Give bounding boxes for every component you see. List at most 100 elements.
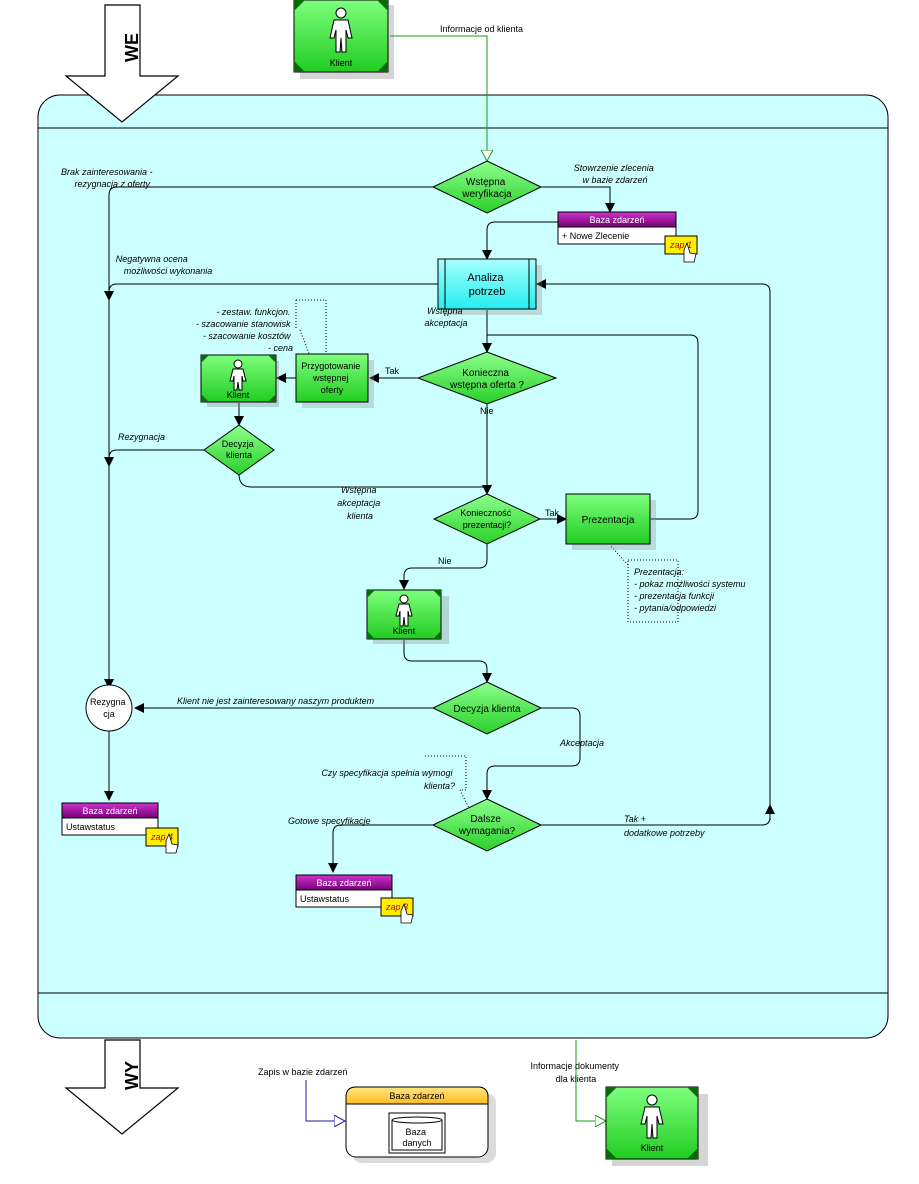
- label-info-from-client: Informacje od klienta: [440, 24, 523, 34]
- zap3-text: zap 3: [385, 902, 408, 912]
- client-actor-bottom: Klient: [605, 1086, 708, 1166]
- svg-text:Rezygna cja: Rezygna cja: [90, 697, 128, 719]
- prepare-line1: Przygotowanie: [301, 361, 360, 371]
- label-save-event: Zapis w bazie zdarzeń: [258, 1067, 348, 1077]
- client-actor-top: Klient: [293, 0, 394, 79]
- verify-line2: weryfikacja: [461, 189, 512, 200]
- svg-text:Konieczność prezentacji?: Konieczność prezentacji?: [460, 508, 514, 530]
- client-actor-middle: Klient: [366, 589, 449, 644]
- label-nie-presentation: Nie: [438, 556, 452, 566]
- svg-text:Decyzja klienta: Decyzja klienta: [222, 439, 257, 460]
- event-status-3: Baza zdarzeń Ustawstatus zap 3: [295, 874, 414, 924]
- database-title: Baza zdarzeń: [389, 1091, 444, 1101]
- flow-labels: Informacje od klienta Brak zainteresowan…: [61, 24, 748, 1084]
- label-acceptance: Akceptacja: [559, 738, 604, 748]
- database-inner-line2: danych: [402, 1138, 431, 1148]
- decision-client-small: Decyzja klienta: [203, 424, 275, 476]
- label-negative: Negatywna ocena możliwości wykonania: [116, 254, 213, 276]
- database-icon: [388, 1112, 446, 1154]
- person-icon: [395, 594, 413, 627]
- presentation-q-line1: Konieczność: [460, 508, 512, 518]
- label-presentation-note: Prezentacja: - pokaz możliwości systemu …: [634, 567, 748, 613]
- decision-client: Decyzja klienta: [431, 681, 543, 735]
- svg-text:Dalsze wymagania?: Dalsze wymagania?: [458, 814, 516, 837]
- process-prepare-offer: Przygotowanie wstępnej oferty: [295, 353, 374, 408]
- input-label: WE: [122, 33, 142, 62]
- label-no-interest: Brak zainteresowania - rezygnacja z ofer…: [61, 167, 155, 189]
- event-status-4: Baza zdarzeń Ustawstatus zap 4: [61, 802, 179, 854]
- zap1-text: zap 1: [669, 240, 692, 250]
- process-pool: [37, 94, 889, 1039]
- process-presentation: Prezentacja: [565, 493, 656, 550]
- decision-verification: Wstępna weryfikacja: [431, 160, 543, 214]
- zap4-text: zap 4: [150, 832, 173, 842]
- client-top-label: Klient: [330, 58, 353, 68]
- output-label: WY: [122, 1061, 142, 1090]
- label-not-interested: Klient nie jest zainteresowany naszym pr…: [177, 696, 375, 706]
- hand-icon: [683, 241, 697, 263]
- presentation-q-line2: prezentacji?: [463, 520, 512, 530]
- svg-text:Analiza potrzeb: Analiza potrzeb: [467, 272, 506, 298]
- svg-text:Baza danych: Baza danych: [402, 1127, 431, 1148]
- output-arrow: WY: [64, 1039, 180, 1135]
- client-decision-small-line2: klienta: [226, 450, 252, 460]
- decision-more-requirements: Dalsze wymagania?: [431, 798, 543, 852]
- client-bottom-label: Klient: [641, 1143, 664, 1153]
- event-status4-attr: Ustawstatus: [66, 822, 116, 832]
- analysis-line2: potrzeb: [469, 286, 506, 298]
- hand-icon: [165, 832, 179, 854]
- more-req-line1: Dalsze: [470, 814, 501, 825]
- decision-prelim-offer: Konieczna wstępna oferta ?: [416, 351, 558, 405]
- terminal-resignation: Rezygna cja: [85, 684, 133, 732]
- event-status4-title: Baza zdarzeń: [82, 806, 137, 816]
- event-tag-zap4: zap 4: [145, 827, 179, 854]
- event-new-order-attr: + Nowe Zlecenie: [562, 231, 629, 241]
- person-icon: [329, 7, 353, 53]
- event-tag-zap3: zap 3: [380, 897, 414, 924]
- event-status3-title: Baza zdarzeń: [316, 878, 371, 888]
- verify-line1: Wstępna: [466, 177, 506, 188]
- hand-icon: [400, 902, 414, 924]
- more-req-line2: wymagania?: [458, 826, 516, 837]
- input-arrow: WE: [64, 4, 180, 123]
- label-prelim-accept-client: Wstępna akceptacja klienta: [337, 485, 383, 521]
- label-yes-plus: Tak + dodatkowe potrzeby: [624, 814, 705, 838]
- svg-text:Przygotowanie wstępnej: Przygotowanie wstępnej oferty: [301, 361, 363, 395]
- svg-text:Decyzja klienta: Decyzja klienta: [453, 704, 521, 715]
- event-new-order-title: Baza zdarzeń: [589, 215, 644, 225]
- label-spec-question: Czy specyfikacja spełnia wymogi klienta?: [321, 768, 455, 791]
- label-ready-spec: Gotowe specyfikacje: [288, 816, 371, 826]
- client-left-label: Klient: [227, 390, 250, 400]
- client-actor-left: Klient: [200, 354, 279, 407]
- presentation-label: Prezentacja: [582, 515, 635, 526]
- label-resignation: Rezygnacja: [118, 432, 165, 442]
- label-nie-offer: Nie: [480, 406, 494, 416]
- offer-line2: wstępna oferta ?: [449, 380, 524, 391]
- event-tag-zap1: zap 1: [664, 235, 698, 263]
- svg-text:Konieczna wstępna oferta: Konieczna wstępna oferta ?: [449, 368, 524, 391]
- event-new-order: Baza zdarzeń + Nowe Zlecenie zap 1: [557, 211, 698, 263]
- database-inner-line1: Baza: [405, 1127, 426, 1137]
- decision-presentation: Konieczność prezentacji?: [432, 493, 542, 545]
- process-analysis: Analiza potrzeb: [437, 258, 542, 315]
- label-prelim-accept: Wstępna akceptacja: [424, 306, 467, 328]
- prepare-line2: wstępnej: [312, 373, 349, 383]
- analysis-line1: Analiza: [467, 272, 504, 284]
- client-decision-line1: Decyzja klienta: [453, 704, 521, 715]
- event-status3-attr: Ustawstatus: [300, 894, 350, 904]
- label-create-order: Stowrzenie zlecenia w bazie zdarzeń: [574, 163, 657, 185]
- person-icon: [640, 1094, 664, 1139]
- connectors: [104, 35, 775, 1121]
- resignation-line2: cja: [103, 709, 115, 719]
- label-info-docs: Informacje dokumenty dla klienta: [530, 1061, 621, 1084]
- client-decision-small-line1: Decyzja: [222, 439, 254, 449]
- svg-text:Wstępna weryfikacja: Wstępna weryfikacja: [461, 177, 512, 200]
- offer-line1: Konieczna: [462, 368, 509, 379]
- label-tak-presentation: Tak: [545, 508, 560, 518]
- label-tak-offer: Tak: [385, 366, 400, 376]
- prepare-line3: oferty: [321, 385, 344, 395]
- event-database: Baza zdarzeń Baza danych: [345, 1086, 496, 1163]
- client-middle-label: Klient: [393, 626, 416, 636]
- person-icon: [229, 359, 247, 391]
- resignation-line1: Rezygna: [90, 697, 126, 707]
